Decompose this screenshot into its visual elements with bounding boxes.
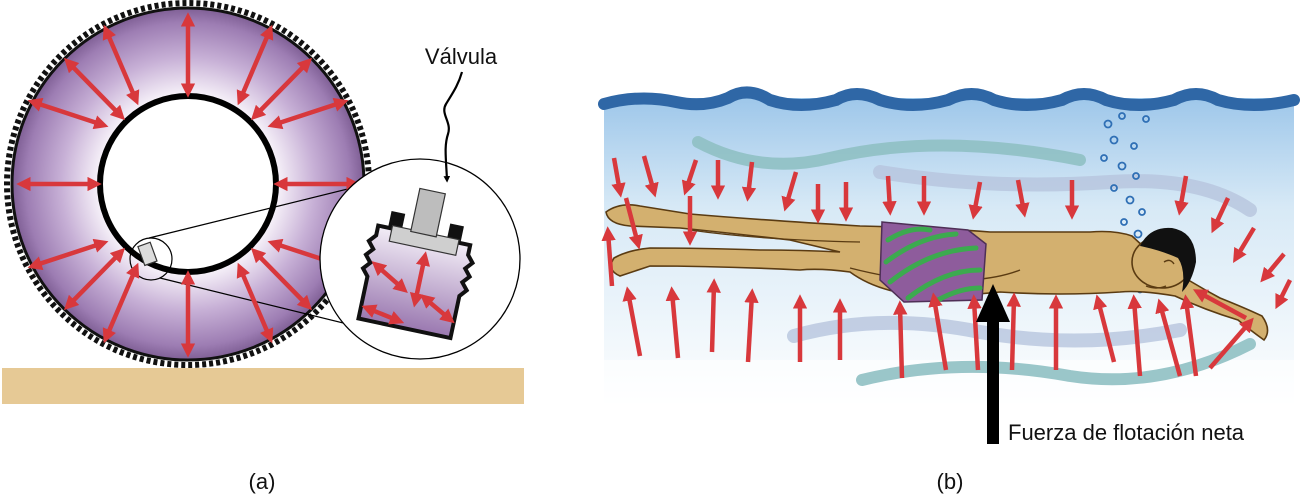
pressure-arrow — [893, 300, 908, 379]
valve-label: Válvula — [425, 44, 498, 69]
swimmer-hair — [1140, 227, 1196, 292]
pressure-arrow — [236, 24, 274, 106]
pressure-arrow — [1093, 294, 1117, 363]
pressure-arrow — [781, 171, 799, 212]
pressure-arrow — [1192, 289, 1248, 320]
pressure-arrow — [102, 262, 140, 344]
panel-b: Fuerza de flotación neta — [598, 86, 1300, 445]
pressure-arrow — [236, 262, 274, 344]
pressure-arrow — [681, 159, 699, 196]
tire-inner-hole — [97, 93, 279, 275]
swimmer-leg-line — [689, 229, 861, 243]
panel-a-caption: (a) — [249, 469, 276, 494]
pressure-arrow — [1174, 175, 1189, 216]
downward-pressure-arrows — [611, 155, 1293, 310]
pressure-arrow — [250, 247, 313, 311]
pressure-arrow — [741, 161, 757, 202]
pressure-arrow — [622, 286, 643, 357]
pressure-arrow — [63, 247, 126, 311]
pressure-arrow — [1275, 278, 1293, 310]
pressure-arrow — [419, 294, 455, 324]
swimmer — [605, 204, 1269, 342]
pressure-arrow — [267, 97, 349, 130]
panel-a: Válvula — [2, 0, 524, 404]
pressure-arrow — [641, 155, 659, 198]
pressure-arrow — [744, 288, 759, 363]
water-surface-wave — [598, 86, 1300, 111]
pressure-arrow — [1211, 197, 1231, 234]
panel-b-caption: (b) — [937, 469, 964, 494]
pressure-arrows-tire — [16, 12, 361, 358]
pressure-arrow — [1155, 298, 1183, 377]
net-buoyant-force-label: Fuerza de flotación neta — [1008, 420, 1245, 445]
pressure-arrow — [1179, 294, 1199, 377]
pressure-arrow — [882, 175, 897, 216]
pressure-arrow — [1208, 317, 1254, 370]
pressure-arrow — [1260, 252, 1286, 283]
pressure-arrow — [1127, 294, 1143, 377]
pressure-arrow — [27, 238, 109, 271]
valve-zoom-inset — [319, 158, 521, 360]
valve-pin — [410, 187, 447, 238]
net-buoyant-force-arrow — [976, 284, 1010, 444]
swimmer-head — [1131, 227, 1196, 292]
ground-strip — [2, 368, 524, 404]
pressure-arrow — [27, 97, 109, 130]
pressure-arrow — [1006, 292, 1021, 371]
pressure-arrow — [361, 304, 405, 325]
pressure-arrow — [611, 157, 626, 198]
pressure-arrow — [928, 292, 949, 371]
swim-trunks — [879, 221, 987, 303]
pressure-arrow — [63, 57, 126, 121]
pressure-arrow — [968, 181, 983, 220]
pressure-arrow — [1233, 226, 1256, 263]
pressure-arrow — [601, 226, 616, 287]
pressure-arrow — [102, 24, 140, 106]
upward-pressure-arrows — [601, 226, 1254, 379]
tire-valve-stem — [129, 237, 173, 281]
pressure-arrow — [409, 251, 430, 308]
pressure-arrow — [623, 197, 643, 250]
current-streaks — [692, 136, 1257, 386]
pressure-arrow — [665, 286, 681, 359]
pressure-arrow — [250, 57, 313, 121]
pressure-arrow — [967, 294, 982, 371]
valve-label-pointer — [443, 71, 464, 183]
pressure-arrow — [371, 261, 408, 294]
pressure-arrow — [1015, 179, 1030, 218]
pressure-arrow — [706, 278, 721, 353]
